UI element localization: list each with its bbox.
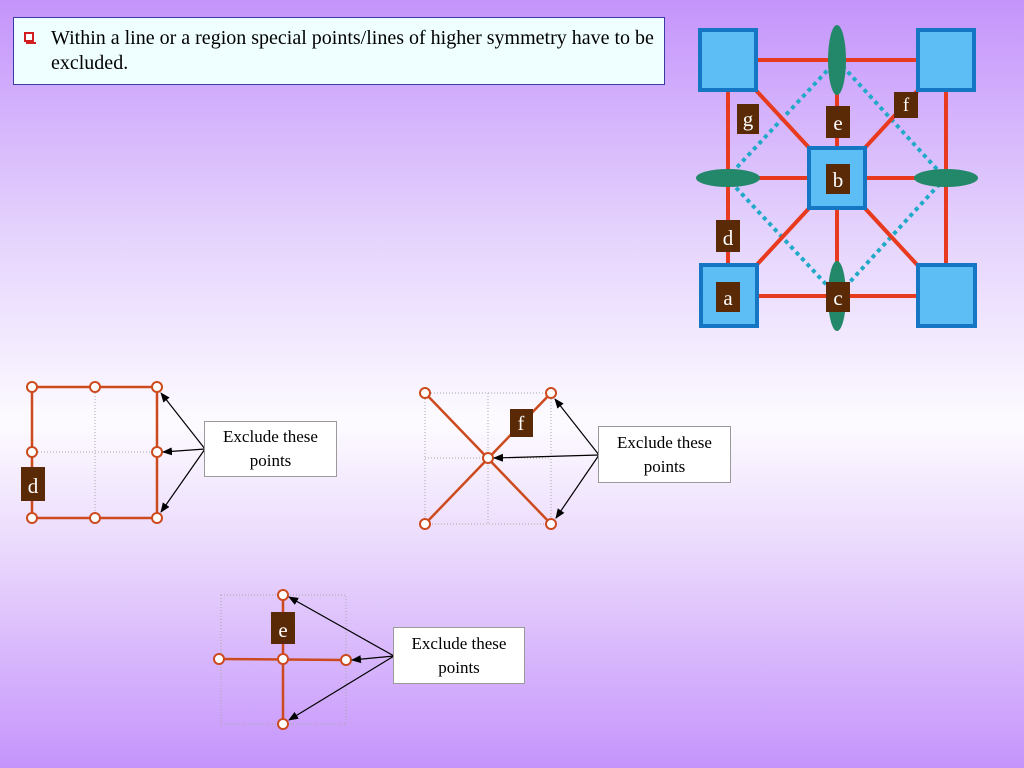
callout-diagram-f: Exclude these points [598,426,731,483]
dotted-diamond [724,57,948,299]
note-box: Within a line or a region special points… [13,17,665,85]
svg-text:g: g [743,107,754,131]
diagram-f: f [419,387,600,530]
diagram-e-arrows [288,596,395,721]
callout-diagram-e: Exclude these points [393,627,525,684]
diagram-f-arrows [493,398,600,519]
diagram-e: e [213,589,395,730]
svg-text:a: a [723,286,733,310]
label-e: e [826,106,850,138]
square-bottom-right [916,263,977,328]
label-c: c [826,282,850,312]
square-top-right [916,28,976,92]
svg-text:f: f [518,413,525,435]
svg-text:e: e [833,111,842,135]
callout-diagram-d: Exclude these points [204,421,337,477]
svg-text:f: f [903,95,910,116]
square-top-left [698,28,758,92]
label-a: a [716,282,740,312]
checkbox-bullet-icon [24,32,36,44]
diagram-d: d [21,381,206,524]
label-g: g [737,104,759,134]
svg-text:c: c [833,286,842,310]
diagram-f-label: f [510,409,533,437]
main-symmetry-diagram: g e f b d a c [696,25,978,331]
label-f: f [894,92,918,118]
diagram-d-arrows [160,392,206,513]
diagram-e-label: e [271,612,295,644]
label-b: b [826,164,850,194]
svg-text:b: b [833,168,844,192]
svg-text:e: e [278,618,287,642]
svg-text:d: d [28,474,39,498]
diagram-d-label: d [21,467,45,501]
ellipse-right [914,169,978,187]
ellipse-left [696,169,760,187]
svg-text:d: d [723,226,734,250]
note-text: Within a line or a region special points… [51,27,654,74]
label-d: d [716,220,740,252]
ellipse-top [828,25,846,95]
